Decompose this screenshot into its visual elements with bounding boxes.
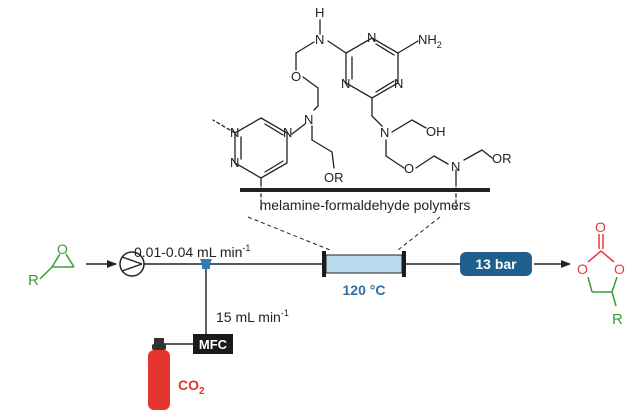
atom-nh2: NH2 bbox=[418, 32, 442, 50]
polymer-caption: melamine-formaldehyde polymers bbox=[260, 197, 471, 213]
product-r: R bbox=[612, 311, 623, 328]
co2-cylinder bbox=[148, 338, 170, 410]
atom-or-right: OR bbox=[492, 151, 512, 166]
packed-bed-reactor bbox=[322, 251, 406, 277]
atom-h-top: H bbox=[315, 5, 324, 20]
top-triazine-ring bbox=[345, 37, 399, 99]
atom-oh: OH bbox=[426, 124, 446, 139]
product-o-top: O bbox=[595, 219, 606, 235]
atom-n-mid-amine: N bbox=[380, 125, 389, 140]
funnel-left-dash bbox=[247, 216, 331, 251]
co2-label: CO2 bbox=[178, 377, 205, 397]
atom-triazine-top-n1: N bbox=[367, 30, 376, 45]
atom-o-link-right: O bbox=[404, 161, 414, 176]
atom-triazine-top-n2: N bbox=[341, 76, 350, 91]
atom-triazine-top-n3: N bbox=[394, 76, 403, 91]
atom-triazine-left-n1: N bbox=[230, 125, 239, 140]
melamine-formaldehyde-structure: H N NH2 O N N N N N N N OR N OH O N OR m… bbox=[212, 5, 512, 213]
substrate-r: R bbox=[28, 272, 39, 289]
left-triazine-ring bbox=[234, 117, 288, 179]
pressure-label: 13 bar bbox=[475, 256, 517, 272]
product-o-right: O bbox=[614, 261, 625, 277]
atom-n-top-link: N bbox=[315, 32, 324, 47]
mixing-tee bbox=[200, 259, 212, 269]
atom-n-left-amine: N bbox=[304, 112, 313, 127]
cyclic-carbonate-product: O O O R bbox=[577, 219, 625, 328]
reactor-temperature: 120 °C bbox=[343, 282, 386, 298]
atom-o-link-left: O bbox=[291, 69, 301, 84]
pump-flow-rate: 0.01-0.04 mL min-1 bbox=[134, 243, 250, 260]
funnel-right-dash bbox=[397, 216, 441, 251]
atom-triazine-left-n3: N bbox=[230, 155, 239, 170]
mass-flow-controller: MFC bbox=[193, 334, 233, 354]
mfc-label: MFC bbox=[199, 337, 228, 352]
back-pressure-regulator: 13 bar bbox=[460, 252, 532, 276]
product-o-left: O bbox=[577, 261, 588, 277]
atom-triazine-left-n2: N bbox=[283, 125, 292, 140]
substrate-o: O bbox=[57, 241, 68, 257]
epoxide-substrate: R O bbox=[28, 241, 75, 289]
atom-or-left: OR bbox=[324, 170, 344, 185]
gas-flow-rate: 15 mL min-1 bbox=[216, 308, 289, 325]
atom-n-right-amine: N bbox=[451, 159, 460, 174]
